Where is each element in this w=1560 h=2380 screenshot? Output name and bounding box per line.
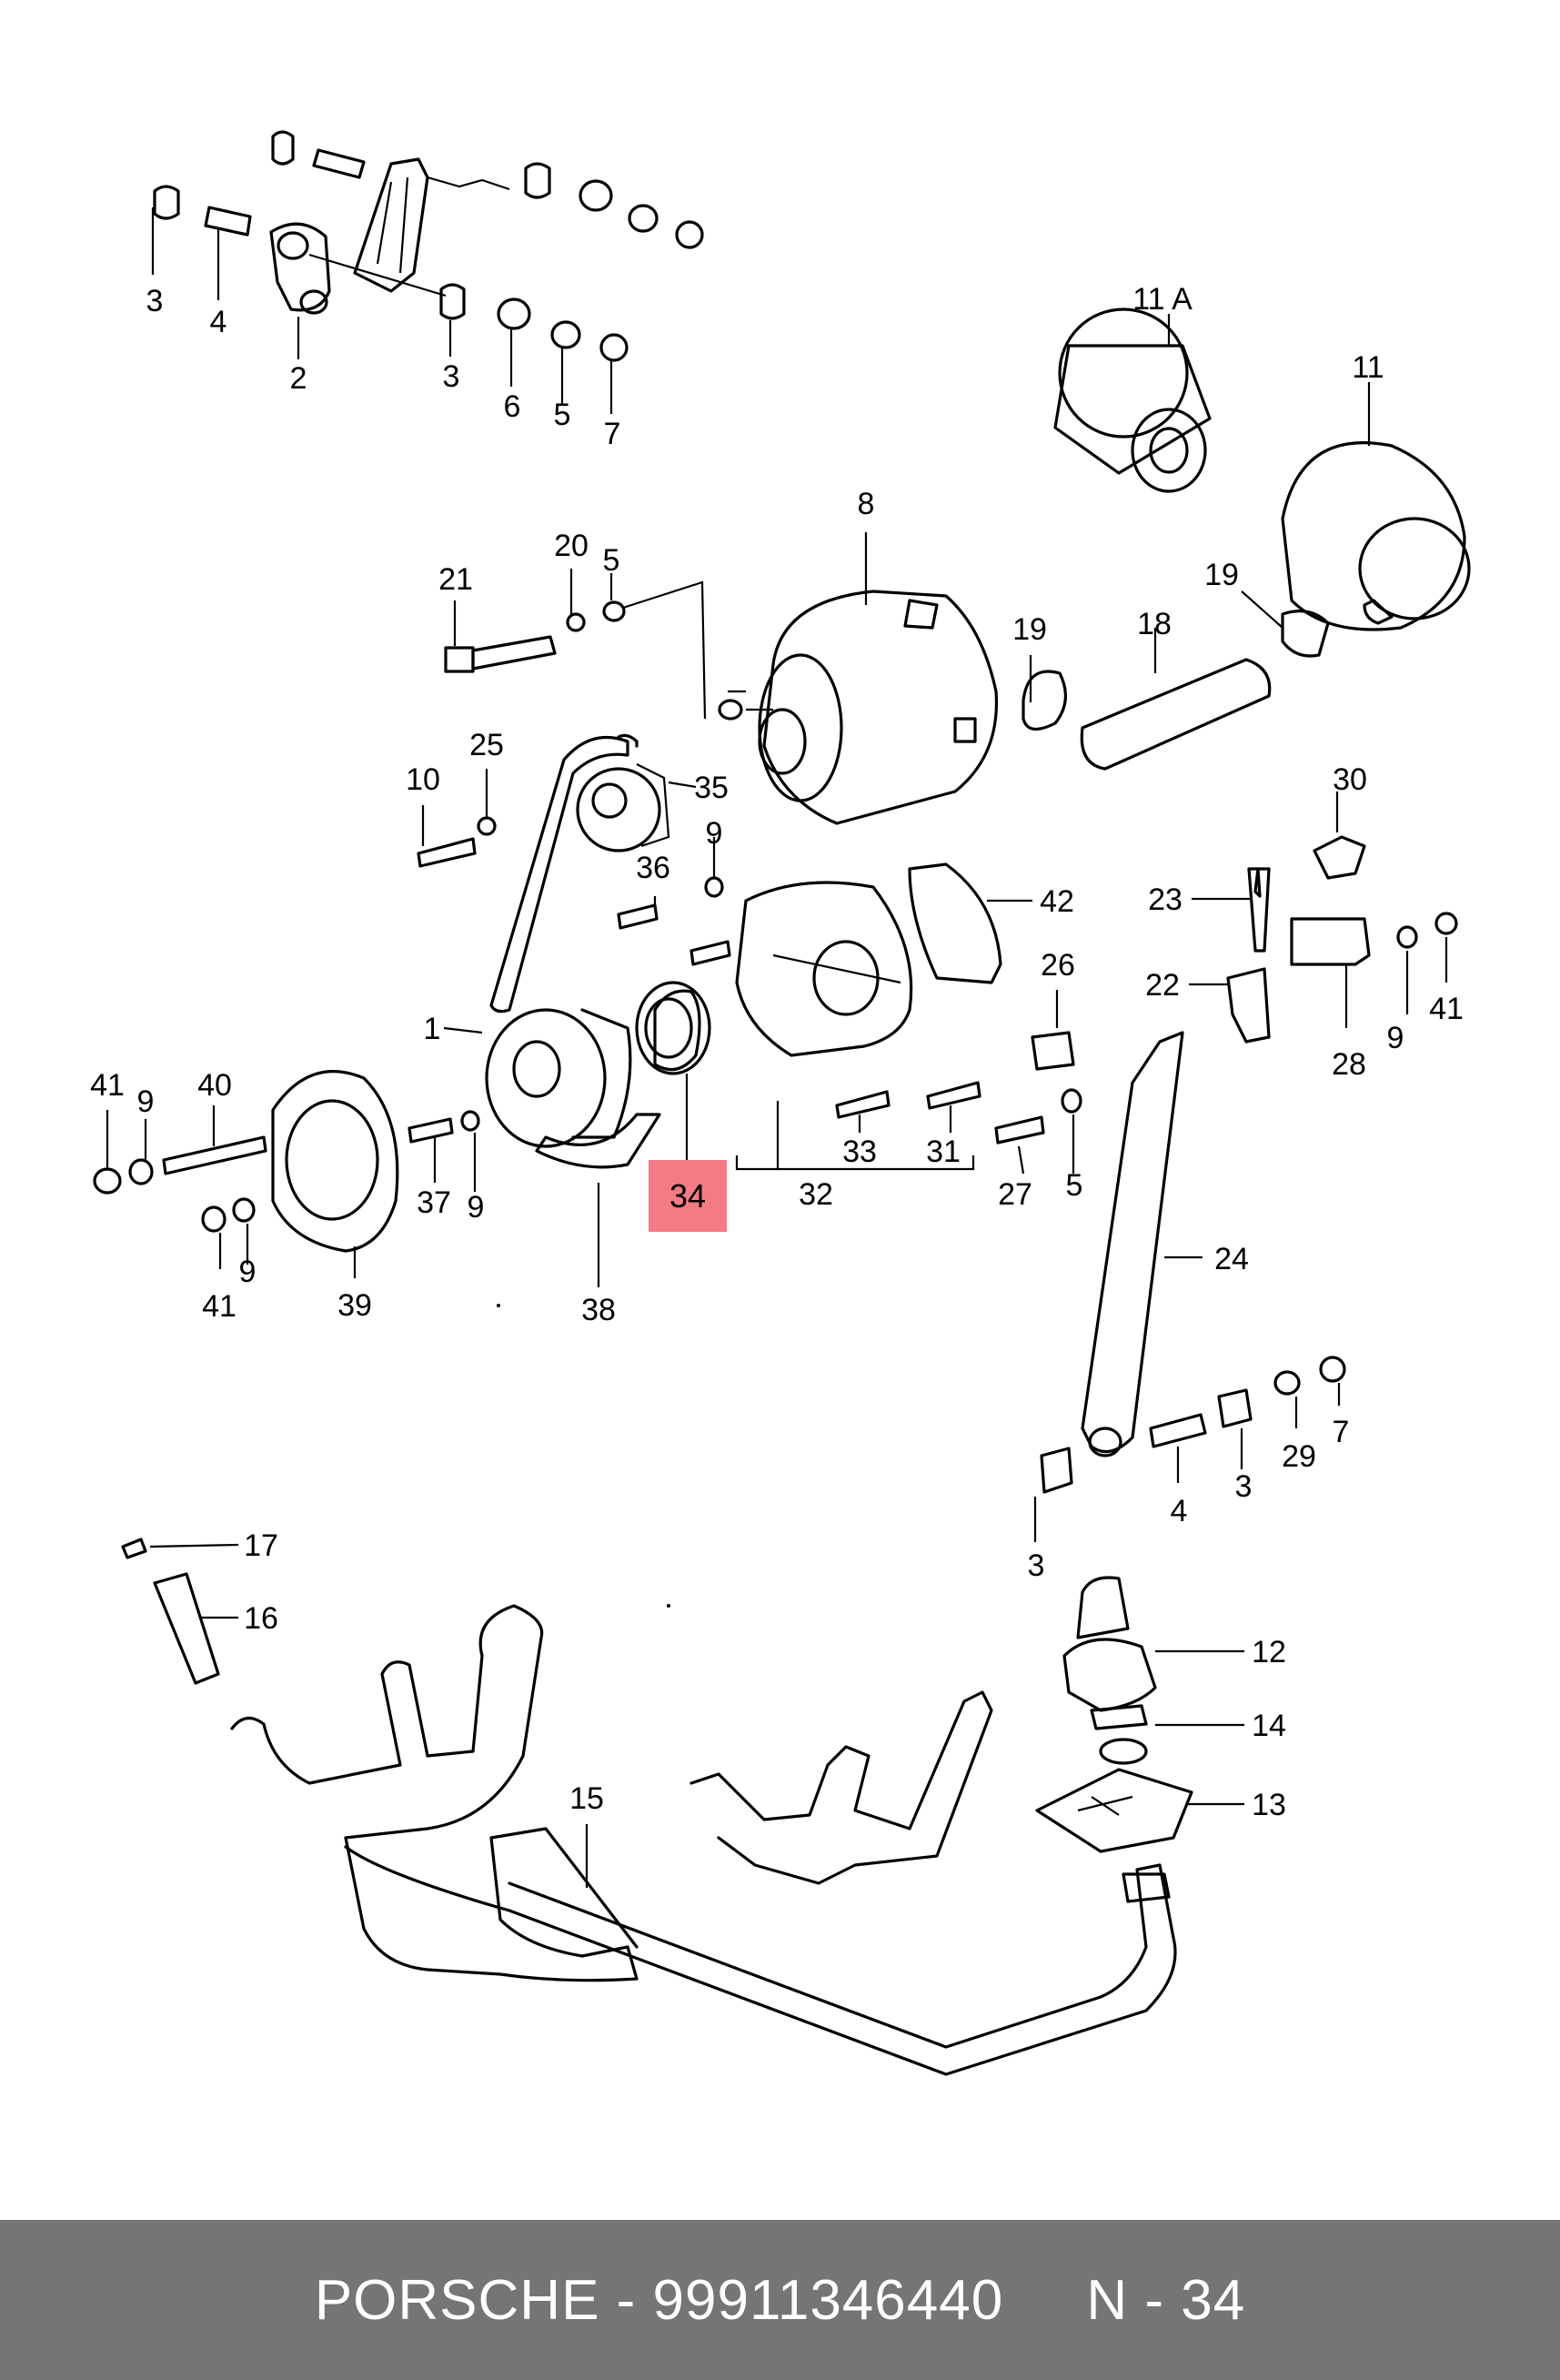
parts-diagram: 3 4 2 3 6 5 7 11 A 11 8 21 20 5 19 19 18… bbox=[90, 130, 1471, 2076]
highlight-callout-34: 34 bbox=[669, 1176, 707, 1215]
callout-18: 18 bbox=[1137, 607, 1172, 641]
callout-11a: 11 A bbox=[1132, 282, 1193, 317]
callout-24: 24 bbox=[1214, 1242, 1249, 1276]
callout-6: 6 bbox=[504, 389, 521, 424]
callout-35: 35 bbox=[694, 771, 729, 805]
callout-27: 27 bbox=[998, 1177, 1032, 1212]
callout-42: 42 bbox=[1040, 884, 1074, 919]
callout-41: 41 bbox=[1429, 992, 1464, 1026]
callout-31: 31 bbox=[926, 1135, 961, 1169]
bracket-right bbox=[1040, 835, 1458, 1494]
callout-4: 4 bbox=[1171, 1494, 1188, 1528]
callout-2: 2 bbox=[290, 361, 307, 396]
callout-22: 22 bbox=[1145, 968, 1180, 1003]
callout-1: 1 bbox=[424, 1012, 441, 1046]
callout-3: 3 bbox=[146, 284, 164, 318]
bracket-assembly bbox=[153, 130, 704, 362]
callout-21: 21 bbox=[438, 562, 473, 597]
callout-10: 10 bbox=[406, 762, 440, 797]
callout-12: 12 bbox=[1252, 1635, 1286, 1669]
callout-33: 33 bbox=[842, 1135, 877, 1169]
callout-25: 25 bbox=[469, 728, 504, 762]
callout-7: 7 bbox=[1333, 1415, 1350, 1449]
callout-3: 3 bbox=[1028, 1548, 1045, 1583]
callout-3: 3 bbox=[1235, 1469, 1253, 1504]
callout-9: 9 bbox=[468, 1190, 485, 1225]
callout-41: 41 bbox=[90, 1068, 125, 1103]
callout-40: 40 bbox=[197, 1068, 232, 1103]
callout-5: 5 bbox=[603, 543, 620, 578]
callout-41: 41 bbox=[202, 1289, 237, 1324]
callout-9: 9 bbox=[706, 816, 723, 851]
callout-16: 16 bbox=[244, 1601, 278, 1636]
callout-17: 17 bbox=[244, 1528, 278, 1563]
callout-8: 8 bbox=[858, 487, 875, 521]
air-filter-parts bbox=[1053, 308, 1471, 631]
oil-lines bbox=[121, 1538, 1177, 2076]
leader-lines bbox=[106, 207, 1448, 1888]
alternator bbox=[718, 590, 999, 825]
callout-32: 32 bbox=[799, 1177, 833, 1212]
seal-34 bbox=[635, 981, 711, 1075]
callout-28: 28 bbox=[1332, 1047, 1366, 1082]
highlight-box bbox=[649, 1160, 727, 1232]
callout-23: 23 bbox=[1148, 882, 1183, 917]
callout-3: 3 bbox=[443, 359, 460, 394]
timing-belt-assembly bbox=[485, 733, 1002, 1169]
pressure-fittings bbox=[1035, 1576, 1193, 1853]
callout-26: 26 bbox=[1041, 948, 1075, 983]
callout-15: 15 bbox=[569, 1781, 604, 1816]
callout-9: 9 bbox=[137, 1084, 155, 1119]
callout-5: 5 bbox=[1066, 1168, 1083, 1203]
callout-9: 9 bbox=[239, 1255, 257, 1289]
callout-9: 9 bbox=[1387, 1021, 1404, 1055]
callout-11: 11 bbox=[1352, 350, 1384, 385]
callout-37: 37 bbox=[417, 1185, 451, 1220]
fasteners-upper bbox=[444, 580, 1330, 771]
callout-4: 4 bbox=[210, 305, 227, 339]
footer-bar: PORSCHE - 99911346440 N - 34 bbox=[0, 2220, 1560, 2380]
callout-20: 20 bbox=[554, 529, 589, 563]
callout-38: 38 bbox=[581, 1293, 616, 1327]
callout-14: 14 bbox=[1252, 1709, 1286, 1743]
callout-29: 29 bbox=[1282, 1439, 1316, 1474]
callout-39: 39 bbox=[337, 1288, 372, 1323]
callout-30: 30 bbox=[1333, 762, 1367, 797]
callout-7: 7 bbox=[604, 417, 621, 451]
callout-19: 19 bbox=[1012, 612, 1047, 647]
part-number-label: PORSCHE - 99911346440 N - 34 bbox=[314, 2268, 1246, 2332]
callout-36: 36 bbox=[636, 851, 670, 885]
callout-labels: 3 4 2 3 6 5 7 11 A 11 8 21 20 5 19 19 18… bbox=[90, 282, 1464, 1822]
callout-19: 19 bbox=[1204, 558, 1239, 592]
callout-13: 13 bbox=[1252, 1788, 1286, 1822]
callout-5: 5 bbox=[554, 398, 571, 432]
